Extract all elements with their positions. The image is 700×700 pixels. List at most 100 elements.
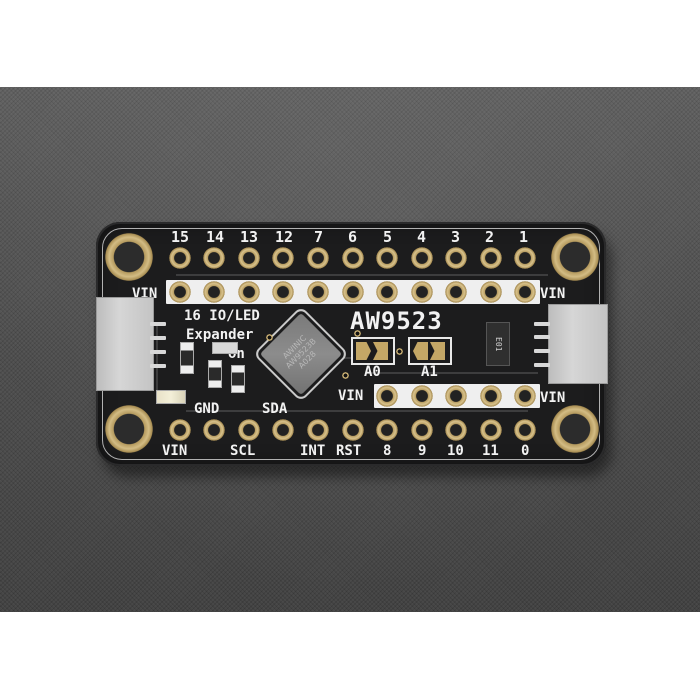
pin-label: 10 [447,443,464,459]
pin-label: 9 [418,443,427,459]
pin-pad-9 [411,419,433,441]
via [266,334,273,341]
mount-hole-bottom-left [104,404,154,454]
resistor [231,365,245,393]
pcb-board: 15 14 13 12 7 6 5 4 3 2 1 VIN VIN 16 IO/… [96,222,608,466]
pin-label: RST [336,443,362,459]
via [342,372,349,379]
via [354,330,361,337]
vin-label-right-top: VIN [540,286,566,302]
pin-pad-rst [342,419,364,441]
pin-pad-13 [238,247,260,269]
subtitle-line1: 16 IO/LED [184,308,260,324]
pin-pad-10 [445,419,467,441]
pin-pad-vin [169,419,191,441]
via [396,348,403,355]
on-led [212,342,238,354]
trace [186,410,528,412]
connector-lead [150,336,166,340]
connector-lead [150,350,166,354]
pin-label: 11 [482,443,499,459]
power-led [156,390,186,404]
vin-pad [411,281,433,303]
pin-label: 5 [383,228,393,246]
pin-pad-0 [514,419,536,441]
connector-lead [534,349,550,353]
jumper-label-a0: A0 [364,364,381,380]
pin-pad-3 [445,247,467,269]
vin-pad [411,385,433,407]
vin-pad [514,385,536,407]
sda-label: SDA [262,401,288,417]
pin-label: 8 [383,443,392,459]
stemma-connector-right [548,304,608,384]
connector-lead [534,322,550,326]
pin-pad-15 [169,247,191,269]
vin-pad [203,281,225,303]
gnd-label: GND [194,401,220,417]
mount-hole-top-right [550,232,600,282]
vin-pad [376,385,398,407]
jumper-label-a1: A1 [421,364,438,380]
vin-pad [480,385,502,407]
pin-label: 3 [451,228,461,246]
jumper-pad-half [356,342,371,360]
capacitor [180,342,194,374]
pin-pad-sda [272,419,294,441]
vin-pad [169,281,191,303]
vin-pad [342,281,364,303]
resistor [208,360,222,388]
jumper-a0 [351,337,395,365]
pin-label: 13 [240,228,259,246]
pin-pad-11 [480,419,502,441]
jumper-pad-half [430,342,445,360]
pin-label: SCL [230,443,256,459]
jumper-pad-half [413,342,428,360]
mount-hole-top-left [104,232,154,282]
vin-pad [514,281,536,303]
pin-label: VIN [162,443,188,459]
vin-pad [445,385,467,407]
pin-pad-5 [376,247,398,269]
pin-label: 7 [314,228,324,246]
vin-pad [445,281,467,303]
vin-pad [238,281,260,303]
pin-pad-2 [480,247,502,269]
mount-hole-bottom-right [550,404,600,454]
subtitle-line2: Expander [186,327,254,343]
pin-pad-scl [238,419,260,441]
pin-pad-gnd [203,419,225,441]
pin-label: 2 [485,228,495,246]
vin-pad [480,281,502,303]
connector-lead [150,322,166,326]
vin-pad [376,281,398,303]
pin-pad-4 [411,247,433,269]
pin-label: 4 [417,228,427,246]
pin-pad-6 [342,247,364,269]
trace [176,274,548,276]
stemma-connector-left [96,297,154,391]
connector-lead [534,363,550,367]
connector-lead [150,364,166,368]
pin-pad-7 [307,247,329,269]
jumper-a1 [408,337,452,365]
pin-pad-1 [514,247,536,269]
vin-label-right-bottom: VIN [540,390,566,406]
pin-label: 1 [519,228,529,246]
pin-pad-int [307,419,329,441]
pin-pad-14 [203,247,225,269]
pin-label: 6 [348,228,358,246]
connector-lead [534,335,550,339]
vin-pad [272,281,294,303]
sot-component: E01 [486,322,510,366]
trace [366,372,538,374]
pin-label: 15 [171,228,190,246]
pin-label: 14 [206,228,225,246]
pin-pad-8 [376,419,398,441]
pin-label: 0 [521,443,530,459]
pin-pad-12 [272,247,294,269]
jumper-pad-half [373,342,388,360]
pin-label: INT [300,443,326,459]
pin-label: 12 [275,228,294,246]
board-title: AW9523 [350,307,443,335]
